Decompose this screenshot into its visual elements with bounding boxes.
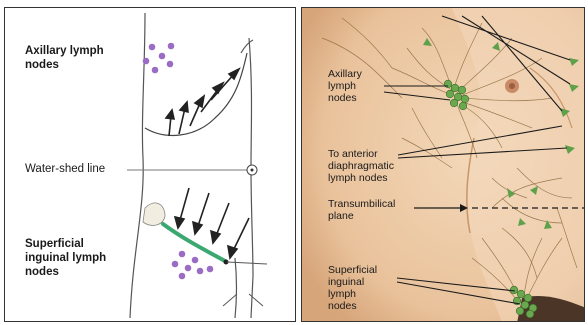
- body-outline-right: [249, 38, 253, 318]
- anterior-diaphragmatic-label: To anterior diaphragmatic lymph nodes: [328, 148, 394, 184]
- downward-lymph-arrows: [175, 188, 249, 258]
- chest-curve: [145, 53, 247, 135]
- superficial-inguinal-label: Superficial inguinal lymph nodes: [25, 237, 106, 279]
- transumbilical-plane-label: Transumbilical plane: [328, 198, 395, 222]
- schematic-panel: Axillary lymph nodes Water-shed line Sup…: [4, 7, 296, 322]
- inguinal-node-dots: [172, 251, 214, 280]
- anatomical-illustration-panel: Axillary lymph nodes To anterior diaphra…: [301, 7, 585, 322]
- right-inguinal-label: Superficial inguinal lymph nodes: [328, 264, 377, 312]
- axillary-node-dots: [143, 43, 175, 74]
- watershed-line-label: Water-shed line: [25, 163, 105, 175]
- right-axillary-label: Axillary lymph nodes: [328, 68, 362, 104]
- body-outline-left: [130, 13, 145, 318]
- axillary-lymph-nodes-label: Axillary lymph nodes: [25, 44, 104, 72]
